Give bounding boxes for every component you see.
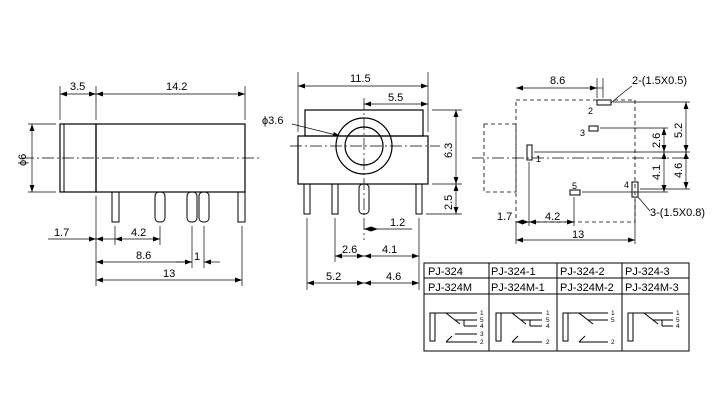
sch3-pin-1: 1 [611,310,615,317]
model-table: PJ-324 PJ-324-1 PJ-324-2 PJ-324-3 PJ-324… [423,262,690,352]
side-dim-3-5: 3.5 [70,81,85,93]
top-dim-1-7: 1.7 [497,211,512,223]
front-dim-5-2: 5.2 [326,271,341,283]
top-outline [515,99,636,223]
model-pj-324m-3: PJ-324M-3 [625,282,679,294]
top-dim-4-2: 4.2 [545,211,560,223]
front-dim-4-1: 4.1 [382,244,397,256]
sch4-pin-4: 4 [676,323,680,330]
sch4-pin-1: 1 [676,310,680,317]
sch3-pin-5: 5 [611,317,615,324]
sch2-pin-1: 1 [546,310,550,317]
model-pj-324m-2: PJ-324M-2 [560,282,614,294]
schematic-pj-324-1: 1 5 4 2 [495,310,550,346]
front-dim-2-5: 2.5 [443,195,455,210]
model-pj-324m: PJ-324M [428,282,472,294]
front-dim-2-6: 2.6 [342,244,357,256]
table-grid [424,263,689,351]
sch4-pin-5: 5 [676,317,680,324]
top-pin-3: 3 [580,128,585,138]
top-dim-slot-bottom: 3-(1.5X0.8) [650,207,705,219]
front-dim-1-2: 1.2 [390,217,405,229]
top-dim-4-1: 4.1 [651,165,663,180]
front-pins [303,183,423,215]
front-body-bottom [297,135,429,185]
top-pin-5: 5 [572,181,577,191]
side-dim-1: 1 [194,251,200,263]
top-pads [526,99,639,198]
model-pj-324-2: PJ-324-2 [560,266,605,278]
side-dim-8-6: 8.6 [136,250,151,262]
front-dim-phi3-6: ϕ3.6 [262,115,283,127]
front-dim-6-3: 6.3 [443,143,455,158]
sch3-pin-2: 2 [611,339,615,346]
side-dim-1-7: 1.7 [54,227,69,239]
top-pin-2: 2 [588,106,593,116]
top-view: 1 2 3 4 5 [472,75,705,244]
side-dimension-lines [29,91,245,283]
sch1-pin-1: 1 [480,310,484,317]
model-pj-324: PJ-324 [428,266,463,278]
sch2-pin-4: 4 [546,323,550,330]
side-view: 3.5 14.2 ϕ6 1.7 4.2 8.6 1 13 [17,81,260,286]
schematic-pj-324-2: 1 5 2 [562,310,615,346]
top-dim-2-6: 2.6 [651,133,663,148]
model-pj-324m-1: PJ-324M-1 [491,282,545,294]
front-extension-lines [297,72,462,290]
model-pj-324-3: PJ-324-3 [625,266,670,278]
side-dim-14-2: 14.2 [166,81,187,93]
sch1-pin-2: 2 [480,339,484,346]
top-pin-1: 1 [536,154,541,164]
sch1-pin-3: 3 [480,331,484,338]
top-pin-4: 4 [624,180,629,190]
front-dim-4-6: 4.6 [386,271,401,283]
sch1-pin-5: 5 [480,317,484,324]
sch2-pin-2: 2 [546,339,550,346]
sch1-pin-4: 4 [480,323,484,330]
front-dim-11-5: 11.5 [350,73,371,85]
front-dim-5-5: 5.5 [388,92,403,104]
side-dim-13: 13 [163,268,175,280]
side-pins [111,191,246,223]
top-dim-13: 13 [572,229,584,241]
top-dim-slot-top: 2-(1.5X0.5) [632,75,687,87]
schematic-pj-324-3: 1 5 4 [627,310,680,342]
front-view: 11.5 5.5 ϕ3.6 6.3 2.5 1.2 2.6 4.1 5.2 4.… [262,72,462,290]
sch2-pin-5: 5 [546,317,550,324]
top-dim-8-6: 8.6 [550,75,565,87]
front-dimension-lines [291,83,459,286]
model-pj-324-1: PJ-324-1 [491,266,536,278]
top-dim-4-6: 4.6 [673,163,685,178]
side-dim-4-2: 4.2 [131,227,146,239]
top-dimension-lines [515,85,689,244]
side-dim-phi6: ϕ6 [17,154,29,166]
top-dim-5-2: 5.2 [673,123,685,138]
schematic-pj-324: 1 5 4 3 2 [429,310,484,346]
